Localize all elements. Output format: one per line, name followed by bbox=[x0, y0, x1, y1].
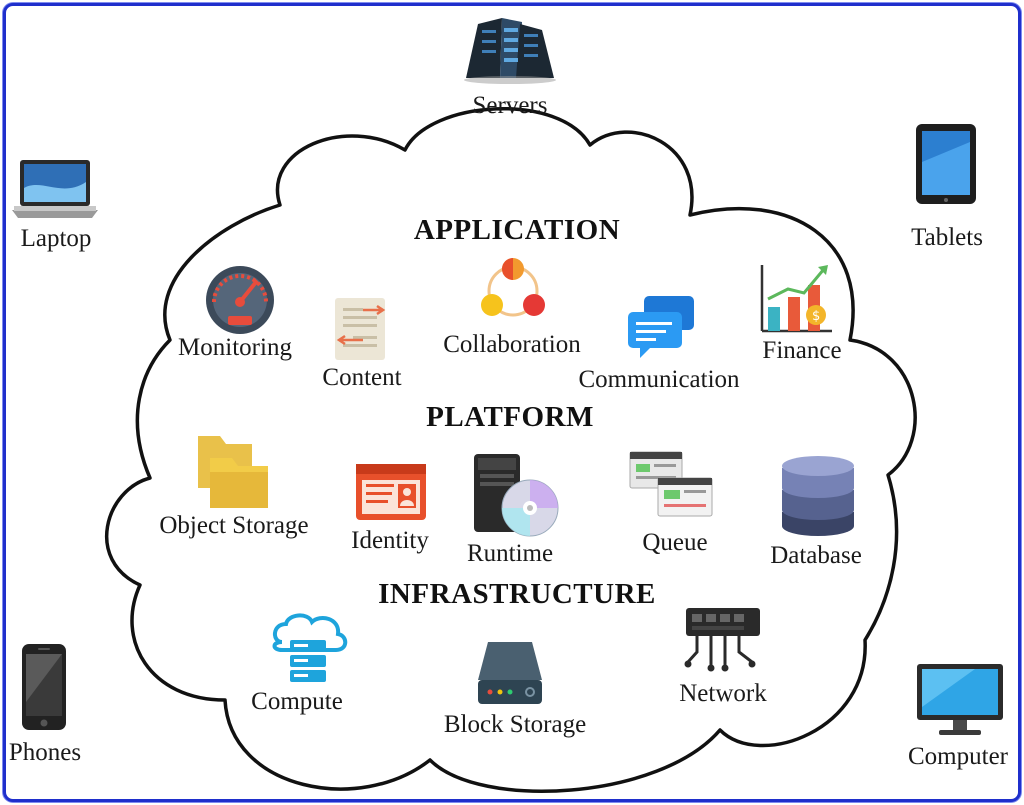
queue-windows-icon bbox=[629, 451, 713, 517]
collaboration-label: Collaboration bbox=[443, 331, 581, 358]
id-card-icon bbox=[356, 464, 426, 520]
identity-label: Identity bbox=[351, 527, 429, 554]
monitoring-label: Monitoring bbox=[178, 334, 292, 361]
content-label: Content bbox=[322, 364, 402, 391]
hard-drive-icon bbox=[478, 642, 542, 704]
queue-label: Queue bbox=[642, 529, 708, 556]
phones-label: Phones bbox=[8, 739, 82, 766]
chat-bubbles-icon bbox=[628, 296, 694, 358]
finance-label: Finance bbox=[762, 337, 842, 364]
cloud-outline bbox=[104, 107, 917, 793]
application-header: APPLICATION bbox=[413, 214, 621, 246]
finance-chart-icon: $ bbox=[760, 265, 832, 333]
cloud-server-icon bbox=[272, 613, 348, 682]
laptop-label: Laptop bbox=[20, 225, 92, 252]
database-label: Database bbox=[770, 542, 862, 569]
computer-icon bbox=[917, 664, 1003, 735]
network-label: Network bbox=[679, 680, 767, 707]
database-icon bbox=[782, 456, 854, 536]
infrastructure-header: INFRASTRUCTURE bbox=[378, 578, 656, 610]
servers-icon bbox=[464, 18, 556, 84]
block-storage-label: Block Storage bbox=[443, 711, 587, 738]
communication-label: Communication bbox=[578, 366, 740, 393]
network-switch-icon bbox=[684, 608, 760, 672]
folder-icon bbox=[198, 436, 268, 508]
platform-header: PLATFORM bbox=[426, 401, 594, 433]
computer-label: Computer bbox=[908, 743, 1008, 770]
object-storage-label: Object Storage bbox=[159, 512, 309, 539]
collaboration-icon bbox=[481, 258, 545, 317]
speedometer-icon bbox=[206, 266, 274, 334]
content-icon bbox=[335, 298, 386, 360]
runtime-disc-icon bbox=[474, 454, 559, 537]
tablets-label: Tablets bbox=[911, 224, 983, 251]
svg-text:$: $ bbox=[812, 309, 820, 324]
tablet-icon bbox=[916, 124, 976, 204]
laptop-icon bbox=[12, 160, 98, 218]
servers-label: Servers bbox=[472, 92, 548, 119]
compute-label: Compute bbox=[251, 688, 343, 715]
runtime-label: Runtime bbox=[466, 540, 554, 567]
phone-icon bbox=[22, 644, 66, 730]
